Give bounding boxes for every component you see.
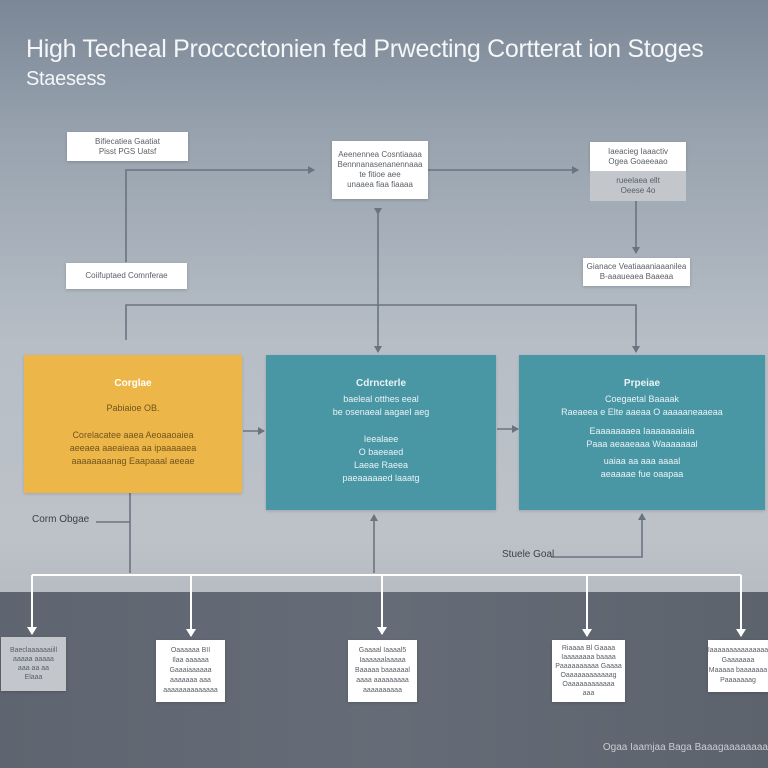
- stage-text: uaiaa aa aaa aaaal: [603, 456, 681, 466]
- stage-subtitle: baeleal otthes eeal: [343, 394, 419, 404]
- stage-text: aaaaaaaanag Eaapaaal aeeae: [71, 456, 195, 466]
- stage-1[interactable]: Corglae Pabiaioe OB. Corelacatee aaea Ae…: [24, 355, 242, 493]
- node-bottom-1[interactable]: Baeclaaaaaaiill aaaaa aaaaa aaa aa aa El…: [1, 637, 66, 691]
- stage-text: aeeaea aaeaieaa aa ipaaaaaea: [69, 443, 197, 453]
- node-mid-left[interactable]: Coiifuptaed Comnferae: [66, 263, 187, 289]
- footer-note: Ogaa Iaamjaa Baga Baaagaaaaaaaa: [602, 742, 768, 753]
- stage-text: Corelacatee aaea Aeoaaoaiea: [72, 430, 194, 440]
- title-line-1: High Techeal Procccctonien fed Prwecting…: [26, 35, 704, 63]
- connector-left-label: [96, 493, 131, 573]
- node-text: Oaaaaaaaaaaaa: [562, 681, 615, 688]
- node-top-center[interactable]: Aeenennea Cosntiaaaa Bennnanasenanennaaa…: [332, 141, 428, 199]
- node-text: Maaaaa baaaaaaa: [708, 667, 768, 674]
- connector-right-label: [551, 513, 646, 558]
- node-text: Oeese 4o: [620, 186, 656, 195]
- connector-left-to-center: [125, 166, 315, 262]
- node-text: Iaaaaaaaa baaaa: [561, 654, 616, 661]
- node-bottom-5[interactable]: Iaaaaaaaaaaaaaaa Gaaaaaaa Maaaaa baaaaaa…: [708, 640, 768, 692]
- node-text: B-aaaueaea Baaeaa: [599, 272, 674, 281]
- node-text: aaaaaaaaaaaaaa: [163, 687, 218, 694]
- stage-subtitle: Coegaetal Baaaak: [604, 394, 680, 404]
- stage-text: aeaaaae fue oaapaa: [600, 469, 684, 479]
- stage-title: Corglae: [114, 378, 152, 389]
- side-label-right: Stuele Goal: [502, 549, 555, 560]
- node-text: Oaaaaaa BII: [170, 647, 211, 654]
- connector-row-line: [125, 304, 640, 353]
- node-text: Baeclaaaaaaiill: [9, 647, 58, 654]
- node-text: Riaaaa Bl Gaaaa: [561, 645, 616, 652]
- stage-title: Prpeiae: [623, 378, 661, 389]
- node-text: Paaaaaaag: [720, 677, 756, 684]
- node-top-left[interactable]: Bifiecatiea Gaatiat Pisst PGS Uatsf: [67, 132, 188, 161]
- stage-text: paeaaaaaed laaatg: [342, 473, 420, 483]
- node-text: aaaaaaaaaa: [363, 687, 402, 694]
- node-text: Ogea Goaeeaao: [608, 156, 668, 166]
- stage-subtitle: Pabiaioe OB.: [106, 403, 160, 413]
- node-bottom-4[interactable]: Riaaaa Bl Gaaaa Iaaaaaaaa baaaa Paaaaaaa…: [552, 640, 625, 702]
- node-mid-right[interactable]: Gianace Veatiaaaniaaanilea B-aaaueaea Ba…: [583, 258, 690, 286]
- node-text: unaaea fiaa fiaaaa: [347, 180, 413, 189]
- stage-text: O baeeaed: [358, 447, 404, 457]
- diagram-title: High Techeal Procccctonien fed Prwecting…: [26, 34, 704, 92]
- node-text: aaa: [582, 690, 595, 697]
- node-bottom-2[interactable]: Oaaaaaa BII Ilaa aaaaaa Gaaaiaaaaaa aaaa…: [156, 640, 225, 702]
- node-text: aaa aa aa: [17, 665, 50, 672]
- node-text: Iaaaaaaaaaaaaaaa: [707, 647, 768, 654]
- node-text: Bennnanasenanennaaa: [337, 160, 423, 169]
- node-text: te fitioe aee: [359, 170, 401, 179]
- node-text: Bifiecatiea Gaatiat: [95, 136, 160, 146]
- node-text: Gianace Veatiaaaniaaanilea: [586, 262, 687, 271]
- node-bottom-3[interactable]: Gaaaal Iaaaal5 Iaaaaaalaaaaa Baaaaa baaa…: [348, 640, 417, 702]
- node-text: Iaeacieg Iaaactiv: [607, 146, 669, 156]
- node-text: aaaaaaa aaa: [170, 677, 211, 684]
- node-text: Gaaaaaaa: [721, 657, 755, 664]
- node-text: Iaaaaaalaaaaa: [359, 657, 406, 664]
- node-text: rueelaea ellt: [616, 176, 660, 185]
- stage-text: Eaaaaaaaea Iaaaaaaaiaia: [589, 426, 695, 436]
- node-top-right[interactable]: Iaeacieg Iaaactiv Ogea Goaeeaao: [590, 142, 686, 171]
- node-text: aaaaa aaaaa: [13, 656, 54, 663]
- stage-text: Laeae Raeea: [353, 460, 409, 470]
- node-text: Pisst PGS Uatsf: [98, 146, 157, 156]
- node-text: Oaaaaaaaaaaaag: [560, 672, 617, 679]
- stage-title: Cdrncterle: [355, 378, 406, 389]
- stage-subtitle: be osenaeal aagaeI aeg: [332, 407, 430, 417]
- stage-subtitle: Raeaeea e Elte aaeaa O aaaaaneaaeaa: [561, 407, 723, 417]
- node-text: Ilaa aaaaaa: [172, 657, 209, 664]
- stage-2[interactable]: Cdrncterle baeleal otthes eeal be osenae…: [266, 355, 496, 510]
- stage-text: Ieealaee: [363, 434, 399, 444]
- node-text: Gaaaal Iaaaal5: [358, 647, 407, 654]
- node-text: Elaaa: [24, 674, 43, 681]
- side-label-left: Corm Obgae: [32, 514, 90, 525]
- stage-text: Paaa aeaaeaaa Waaaaaaal: [586, 439, 698, 449]
- node-text: aaaa aaaaaaaaa: [356, 677, 409, 684]
- node-text: Gaaaiaaaaaa: [169, 667, 212, 674]
- node-text: Coiifuptaed Comnferae: [85, 271, 168, 280]
- title-line-2: Staesess: [26, 68, 106, 90]
- node-text: Aeenennea Cosntiaaaa: [338, 150, 422, 159]
- stage-3[interactable]: Prpeiae Coegaetal Baaaak Raeaeea e Elte …: [519, 355, 765, 510]
- node-text: Paaaaaaaaaa Gaaaa: [555, 663, 622, 670]
- node-text: Baaaaa baaaaaal: [355, 667, 410, 674]
- node-top-right-sub[interactable]: rueelaea ellt Oeese 4o: [590, 171, 686, 201]
